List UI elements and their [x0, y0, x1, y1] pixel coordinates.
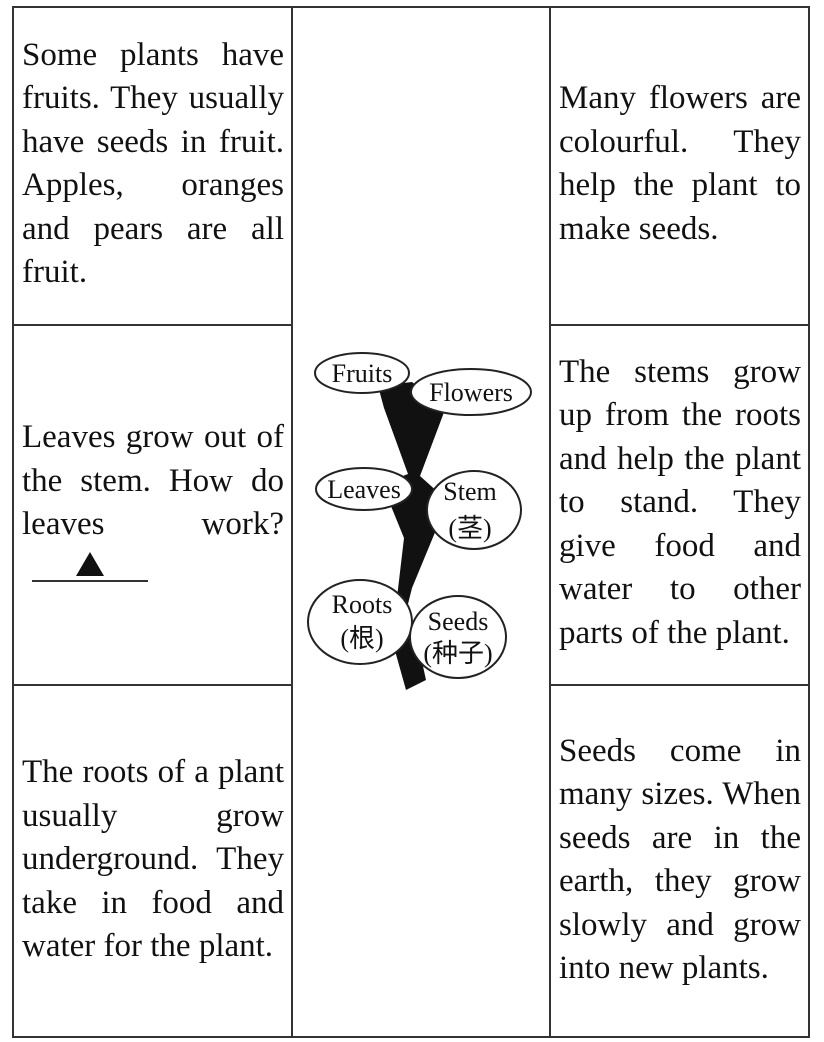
roots-label: Roots: [332, 590, 393, 619]
stem-chinese-label: (茎): [448, 514, 491, 543]
flowers-bubble: [410, 368, 532, 416]
row-divider: [549, 684, 810, 686]
stem-label: Stem: [443, 477, 496, 506]
row-divider: [14, 684, 291, 686]
seeds-cell: Seeds come in many sizes. When seeds are…: [559, 686, 801, 1034]
fruits-label: Fruits: [332, 359, 393, 388]
triangle-marker-icon: [76, 551, 104, 576]
fruits-bubble: [314, 352, 410, 394]
leaves-question: Leaves grow out of the stem. How do leav…: [22, 416, 284, 590]
leaves-text: Leaves grow out of the stem. How do leav…: [22, 419, 284, 542]
column-divider-right: [549, 8, 551, 1036]
fruits-text: Some plants have fruits. They usually ha…: [22, 36, 284, 291]
plant-parts-table: [12, 6, 810, 1038]
plant-stem-shape: [378, 382, 446, 690]
flowers-cell: Many flowers are colourful. They help th…: [559, 10, 801, 318]
flowers-text: Many flowers are colourful. They help th…: [559, 80, 801, 247]
stem-bubble: [426, 470, 522, 550]
stems-text: The stems grow up from the roots and hel…: [559, 353, 801, 651]
column-divider-left: [291, 8, 293, 1036]
roots-cell: The roots of a plant usually grow underg…: [22, 686, 284, 1034]
row-divider: [549, 324, 810, 326]
roots-text: The roots of a plant usually grow underg…: [22, 754, 284, 965]
answer-blank[interactable]: [32, 550, 148, 582]
seeds-label: Seeds: [428, 607, 489, 636]
seeds-bubble: [409, 595, 507, 679]
fruits-cell: Some plants have fruits. They usually ha…: [22, 10, 284, 318]
flowers-label: Flowers: [429, 378, 513, 407]
roots-chinese-label: (根): [340, 624, 383, 653]
leaves-cell: Leaves grow out of the stem. How do leav…: [22, 326, 284, 680]
leaves-label: Leaves: [327, 475, 401, 504]
seeds-chinese-label: (种子): [423, 639, 492, 668]
roots-bubble: [307, 579, 413, 665]
stems-cell: The stems grow up from the roots and hel…: [559, 326, 801, 680]
row-divider: [14, 324, 291, 326]
leaves-bubble: [315, 467, 413, 511]
seeds-text: Seeds come in many sizes. When seeds are…: [559, 732, 801, 987]
